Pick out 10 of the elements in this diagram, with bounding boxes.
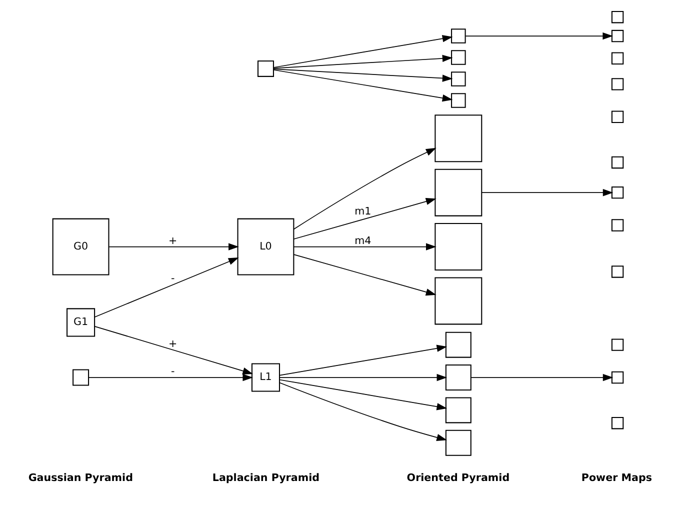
label: Oriented Pyramid (406, 472, 510, 484)
label: Power Maps (580, 472, 652, 484)
edge-label: + (168, 338, 177, 350)
edge-label: m1 (354, 206, 371, 218)
edge-label: + (168, 234, 177, 247)
edge-label: - (170, 366, 174, 378)
label: Laplacian Pyramid (212, 472, 320, 484)
edge-label: - (170, 272, 174, 285)
edge-label: m4 (354, 234, 371, 247)
label: Gaussian Pyramid (28, 472, 132, 484)
